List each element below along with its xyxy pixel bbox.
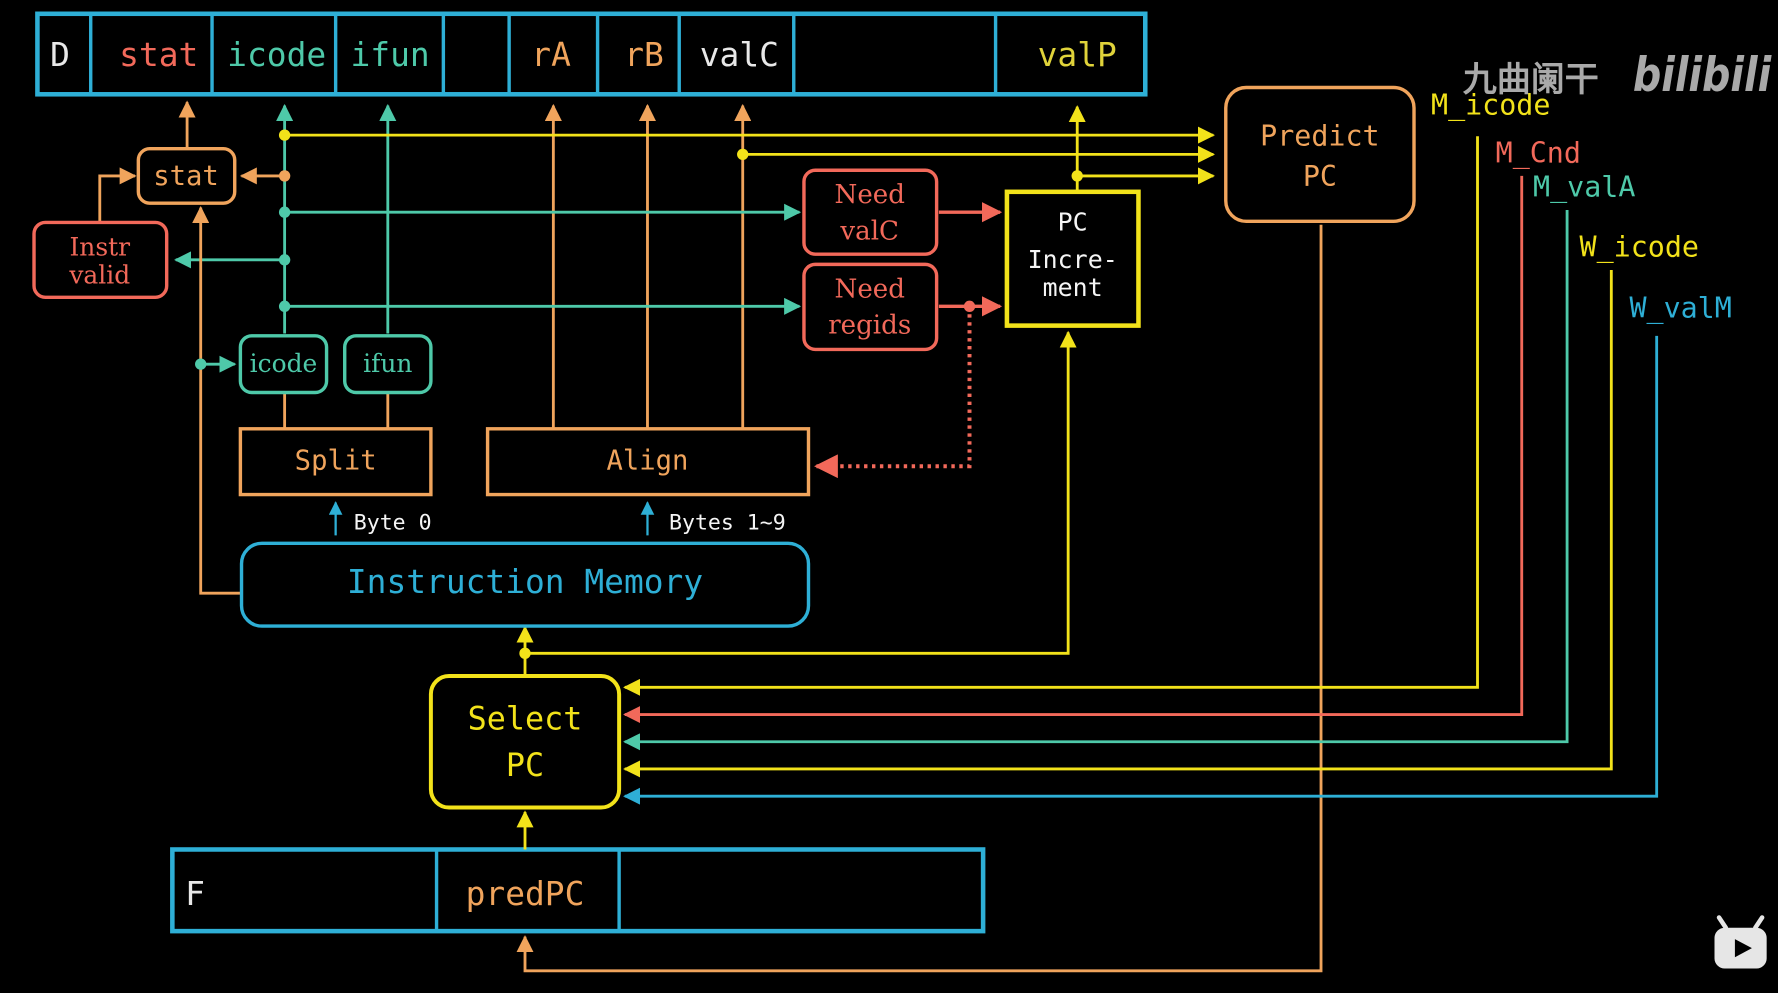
instr-valid-line1: Instr [69,232,130,261]
byte0-label: Byte 0 [354,511,432,536]
d-field-label: D [50,35,70,74]
f-field-predpc: predPC [466,874,585,913]
wire-selectpc-to-pcinc [525,330,1077,655]
bytes1-9-label: Bytes 1~9 [669,511,786,536]
need-regids-line2: regids [828,311,911,341]
junctions [195,129,1083,659]
junction-dot [278,254,291,266]
d-field-valc: valC [700,35,779,74]
predict-pc-line2: PC [1303,160,1337,193]
d-field-ifun: ifun [350,35,429,74]
split-block: Split [238,427,433,497]
junction-dot [195,358,207,370]
icode-block-label: icode [250,349,318,378]
wires [98,100,1659,973]
d-field-rb: rB [624,35,664,74]
wire-predict-to-predpc [516,224,1323,973]
signal-m-icode: M_icode [1431,89,1550,123]
need-regids-block: Need regids [802,262,939,352]
stat-block: stat [136,147,237,205]
predict-pc-line1: Predict [1260,119,1379,152]
d-field-icode: icode [227,35,326,74]
signal-w-icode: W_icode [1580,230,1699,264]
align-block: Align [485,427,811,497]
wire-imem-to-stat [192,205,241,595]
d-register: D stat icode ifun rA rB valC valP [35,11,1148,97]
stat-block-label: stat [153,161,219,192]
junction-dot [737,148,749,161]
instr-valid-line2: valid [68,261,130,290]
need-valc-line1: Need [835,180,905,210]
pc-increment-line1: PC [1058,207,1088,236]
watermark-author: 九曲阑干 [1463,60,1599,100]
f-field-label: F [185,874,205,913]
instruction-memory-block: Instruction Memory [239,541,811,628]
need-regids-line1: Need [835,274,905,304]
wire-m-vala [623,209,1569,751]
junction-dot [278,300,291,313]
wire-w-icode [623,270,1613,778]
junction-dot [278,206,291,218]
wire-needregids-to-align [814,306,972,479]
wire-m-icode [623,136,1479,696]
split-block-label: Split [295,446,377,477]
signal-m-vala: M_valA [1533,170,1635,204]
wire-instrvalid-to-stat [98,167,137,223]
ifun-block-label: ifun [363,349,412,378]
d-field-valp: valP [1038,35,1117,74]
select-pc-line2: PC [506,748,544,784]
instr-valid-block: Instr valid [32,220,169,299]
wire-m-cnd [623,175,1524,724]
need-valc-block: Need valC [802,168,939,256]
pc-increment-line2: Incre- [1028,245,1118,274]
d-field-stat: stat [119,35,198,74]
predict-pc-block: Predict PC [1224,85,1416,223]
bilibili-tv-icon[interactable] [1714,915,1767,969]
junction-dot [278,170,291,182]
signal-w-valm: W_valM [1629,292,1731,326]
wire-w-valm [623,335,1659,805]
signal-m-cnd: M_Cnd [1496,136,1581,170]
pc-increment-block: PC Incre- ment [1004,189,1141,328]
junction-dot [519,647,531,659]
junction-dot [278,129,291,141]
select-pc-block: Select PC [428,674,622,810]
d-field-ra: rA [531,35,571,74]
junction-dot [963,300,976,313]
f-register: F predPC [170,847,986,934]
instruction-memory-label: Instruction Memory [347,562,703,601]
align-block-label: Align [607,446,689,477]
ifun-block: ifun [343,334,433,395]
junction-dot [1071,170,1083,182]
watermark: 九曲阑干 bilibili [1463,48,1772,103]
pc-increment-line3: ment [1043,273,1103,302]
watermark-logo: bilibili [1633,48,1772,103]
icode-block: icode [238,334,329,395]
select-pc-line1: Select [468,701,583,737]
need-valc-line2: valC [839,216,899,246]
